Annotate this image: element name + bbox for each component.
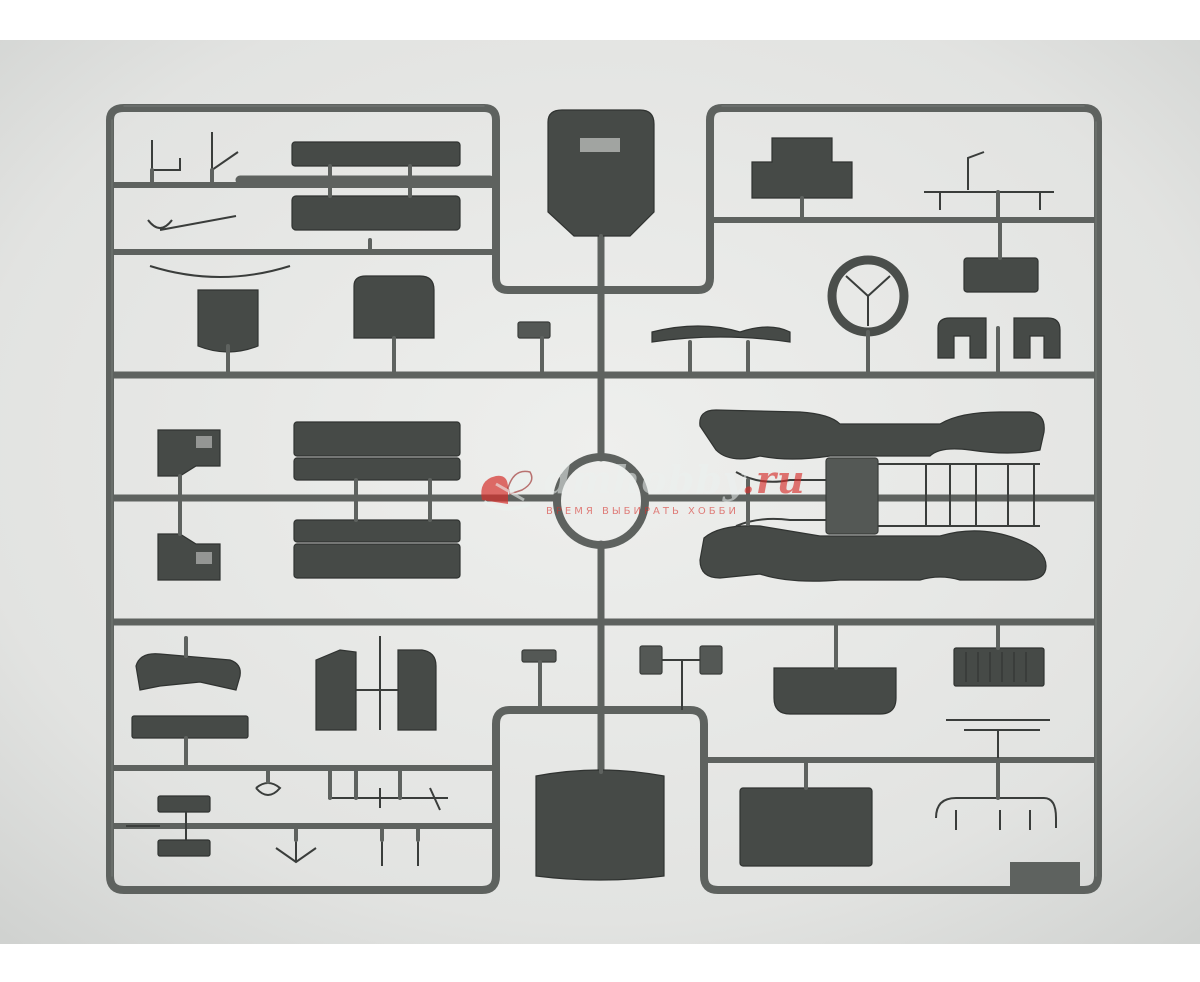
parts-group-chassis bbox=[699, 409, 1047, 582]
parts-group-lower-right bbox=[535, 620, 1080, 886]
parts-group-middle-left bbox=[157, 421, 461, 581]
sprue-runner-frame bbox=[106, 104, 1102, 894]
sprue-illustration bbox=[0, 40, 1200, 944]
parts-group-lower-left bbox=[126, 636, 557, 866]
sprue-photo bbox=[0, 40, 1200, 944]
parts-group-top-right bbox=[651, 137, 1061, 377]
parts-group-top-left bbox=[147, 109, 655, 377]
